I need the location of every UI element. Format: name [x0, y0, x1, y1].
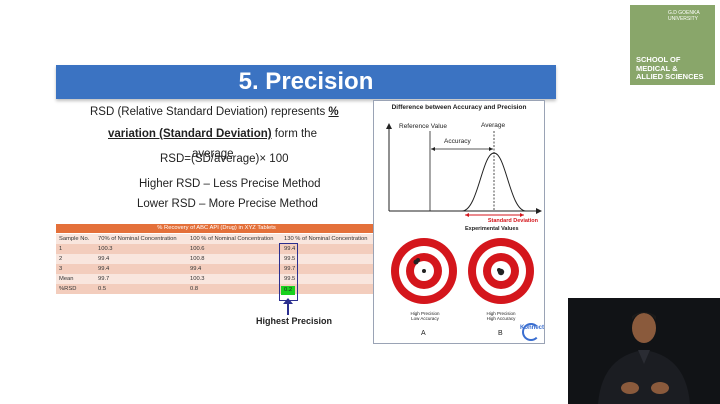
target-a-caption: High Precision Low Accuracy [404, 311, 446, 321]
rsd-formula: RSD=(SD/average)× 100 average [160, 148, 289, 165]
target-b-caption: High Precision High Accuracy [480, 311, 522, 321]
label-a: A [421, 330, 426, 337]
target-a [391, 238, 457, 304]
sd-arrow-left-icon [465, 213, 469, 217]
target-a-caption-2: Low Accuracy [411, 316, 439, 321]
bell-curve [461, 152, 527, 212]
table-header-row: Sample No. 70% of Nominal Concentration … [56, 234, 377, 244]
table-cell: 1 [59, 246, 63, 252]
highlight-box [279, 243, 298, 301]
header-cell: 100 % of Nominal Concentration [190, 236, 274, 242]
konnect-brand: Konnect [520, 325, 544, 331]
table-cell: Mean [59, 276, 74, 282]
highlighted-rsd-value: 0.2 [284, 287, 293, 293]
reference-value-label: Reference Value [399, 123, 447, 130]
header-cell: 70% of Nominal Concentration [98, 236, 177, 242]
school-logo [630, 5, 715, 85]
table-cell: 99.4 [190, 266, 202, 272]
table-row: 3 99.4 99.4 99.7 [56, 264, 377, 274]
variation-text: variation (Standard Deviation) [108, 128, 272, 140]
accuracy-label: Accuracy [444, 138, 471, 145]
arrow-shaft [287, 301, 289, 315]
target-b-caption-2: High Accuracy [486, 316, 516, 321]
table-cell: 99.7 [98, 276, 110, 282]
label-b: B [498, 330, 503, 337]
school-name: SCHOOL OF MEDICAL & ALLIED SCIENCES [636, 55, 704, 82]
table-cell: 0.5 [98, 286, 107, 292]
table-cell: 100.6 [190, 246, 205, 252]
school-name-line3: ALLIED SCIENCES [636, 72, 704, 81]
table-cell: %RSD [59, 286, 77, 292]
accuracy-arrow-left-icon [431, 147, 435, 151]
average-label: Average [481, 122, 506, 129]
diagram-graphics [386, 123, 542, 304]
y-axis-arrow-icon [386, 123, 392, 129]
header-cell: 130 % of Nominal Concentration [284, 236, 368, 242]
table-cell: 99.4 [98, 256, 110, 262]
rsd-definition-line2: variation (Standard Deviation) form the [108, 128, 317, 140]
university-mark: G.D GOENKA UNIVERSITY [668, 10, 700, 22]
table-cell: 100.3 [190, 276, 205, 282]
sd-arrow-right-icon [520, 213, 524, 217]
formula-overlap-text: average [192, 148, 234, 160]
lower-rsd-text: Lower RSD – More Precise Method [137, 198, 318, 210]
formula-text: RSD=(SD/average)× 100 [160, 153, 289, 165]
slide-title: 5. Precision [238, 68, 374, 95]
experimental-values-label: Experimental Values [465, 226, 519, 232]
table-title: % Recovery of ABC API (Drug) in XYZ Tabl… [56, 224, 377, 233]
target-b [468, 238, 534, 304]
school-name-line1: SCHOOL OF [636, 55, 681, 64]
table-cell: 99.4 [98, 266, 110, 272]
diagram-title: Difference between Accuracy and Precisio… [391, 104, 527, 111]
x-axis-arrow-icon [536, 208, 542, 214]
target-a-caption-1: High Precision [410, 311, 440, 316]
school-name-line2: MEDICAL & [636, 63, 678, 73]
table-cell: 99.5 [284, 256, 296, 262]
konnect-logo-icon [522, 323, 540, 341]
header-cell: Sample No. [59, 236, 90, 242]
presenter-video [568, 298, 720, 404]
table-row: 2 99.4 100.8 99.5 [56, 254, 377, 264]
form-the-text: form the [271, 128, 317, 140]
highlighted-rsd-cell: 0.2 [281, 286, 295, 295]
higher-rsd-text: Higher RSD – Less Precise Method [139, 178, 321, 190]
table-row: 1 100.3 100.6 99.4 [56, 244, 377, 254]
standard-deviation-label: Standard Deviation [487, 218, 538, 224]
table-row: Mean 99.7 100.3 99.5 [56, 274, 377, 284]
accuracy-precision-diagram: Difference between Accuracy and Precisio… [373, 100, 545, 344]
table-cell: 2 [59, 256, 63, 262]
rsd-definition-text: RSD (Relative Standard Deviation) repres… [90, 106, 329, 118]
highest-precision-label: Highest Precision [256, 316, 333, 326]
table-cell: 99.4 [284, 246, 296, 252]
table-row: %RSD 0.5 0.8 [56, 284, 377, 294]
accuracy-arrow-right-icon [489, 147, 493, 151]
table-cell: 99.7 [284, 266, 296, 272]
presenter-figure [568, 298, 720, 404]
table-cell: 0.8 [190, 286, 199, 292]
table-cell: 100.8 [190, 256, 205, 262]
rsd-definition-line1: RSD (Relative Standard Deviation) repres… [90, 106, 339, 118]
target-b-caption-1: High Precision [486, 311, 516, 316]
table-cell: 100.3 [98, 246, 113, 252]
table-cell: 3 [59, 266, 63, 272]
table-cell: 99.5 [284, 276, 296, 282]
percent-mark: % [328, 106, 339, 118]
slide-title-bar: 5. Precision [56, 65, 556, 99]
